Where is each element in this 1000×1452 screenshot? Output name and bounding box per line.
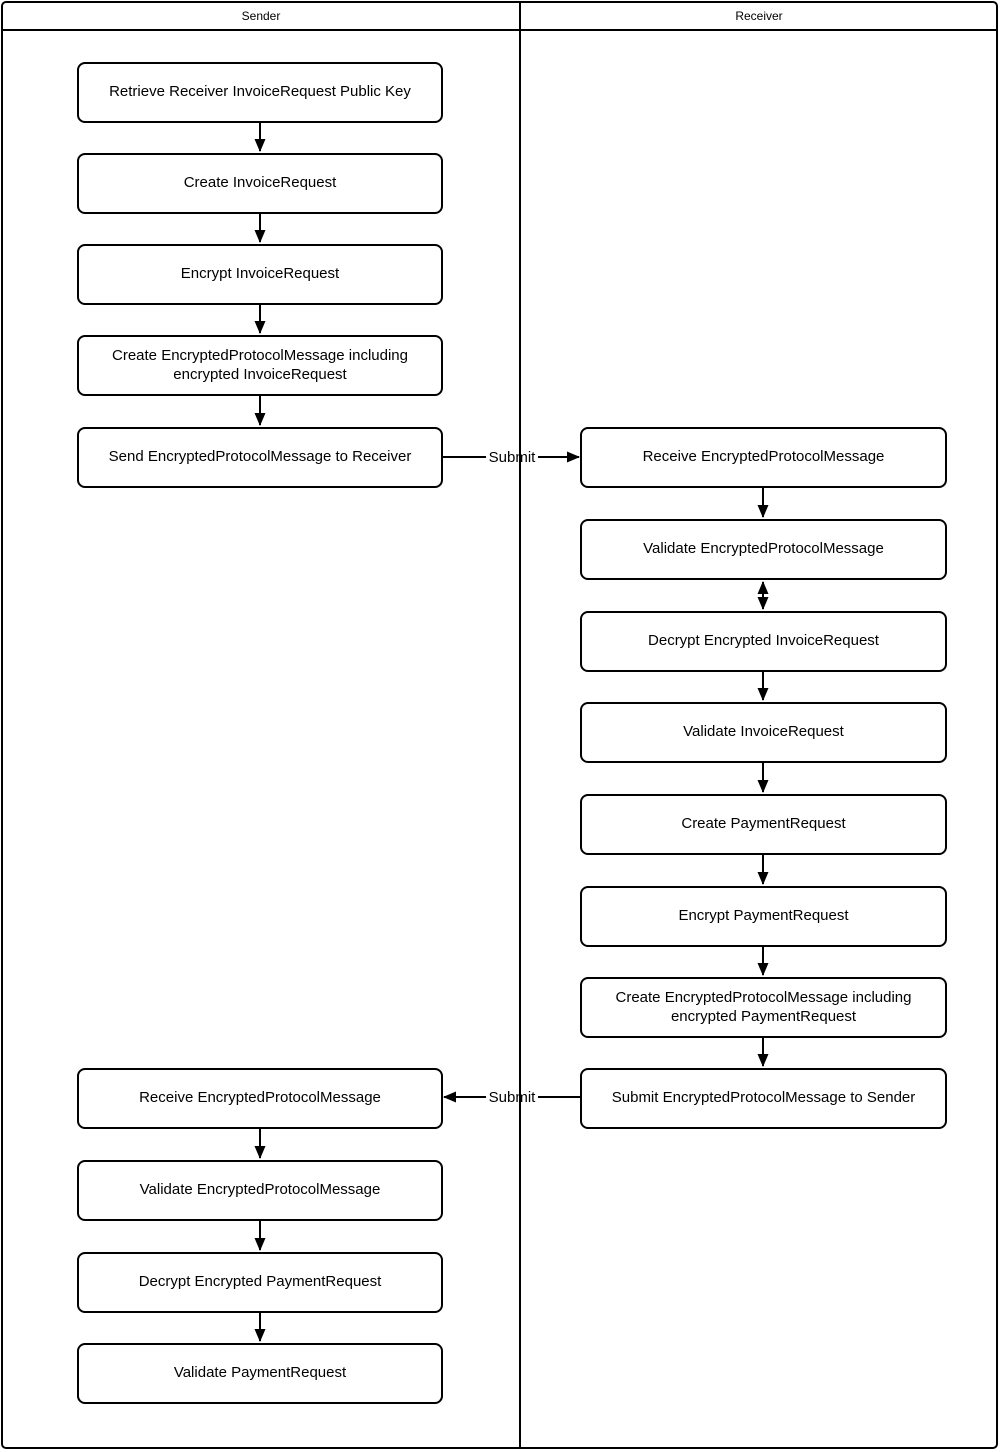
node-validate-paymentrequest: Validate PaymentRequest [77, 1343, 443, 1404]
node-create-ecm-invoicerequest: Create EncryptedProtocolMessage includin… [77, 335, 443, 396]
node-submit-ecm-to-sender: Submit EncryptedProtocolMessage to Sende… [580, 1068, 947, 1129]
arrow-submit-to-receiver: Submit [443, 449, 580, 466]
node-send-ecm-to-receiver: Send EncryptedProtocolMessage to Receive… [77, 427, 443, 488]
node-validate-invoicerequest: Validate InvoiceRequest [580, 702, 947, 763]
node-encrypt-invoicerequest: Encrypt InvoiceRequest [77, 244, 443, 305]
arrow-submit-to-sender: Submit [443, 1089, 580, 1106]
node-create-invoicerequest: Create InvoiceRequest [77, 153, 443, 214]
node-sender-receive-ecm: Receive EncryptedProtocolMessage [77, 1068, 443, 1129]
node-encrypt-paymentrequest: Encrypt PaymentRequest [580, 886, 947, 947]
submit-label-2: Submit [489, 1089, 537, 1106]
node-sender-validate-ecm: Validate EncryptedProtocolMessage [77, 1160, 443, 1221]
node-receiver-receive-ecm: Receive EncryptedProtocolMessage [580, 427, 947, 488]
lane-header-receiver: Receiver [735, 9, 783, 23]
node-receiver-validate-ecm: Validate EncryptedProtocolMessage [580, 519, 947, 580]
node-decrypt-encrypted-paymentrequest: Decrypt Encrypted PaymentRequest [77, 1252, 443, 1313]
node-create-ecm-paymentrequest: Create EncryptedProtocolMessage includin… [580, 977, 947, 1038]
node-decrypt-encrypted-invoicerequest: Decrypt Encrypted InvoiceRequest [580, 611, 947, 672]
node-create-paymentrequest: Create PaymentRequest [580, 794, 947, 855]
node-retrieve-receiver-public-key: Retrieve Receiver InvoiceRequest Public … [77, 62, 443, 123]
lane-header-sender: Sender [241, 9, 281, 23]
submit-label-1: Submit [489, 449, 537, 466]
